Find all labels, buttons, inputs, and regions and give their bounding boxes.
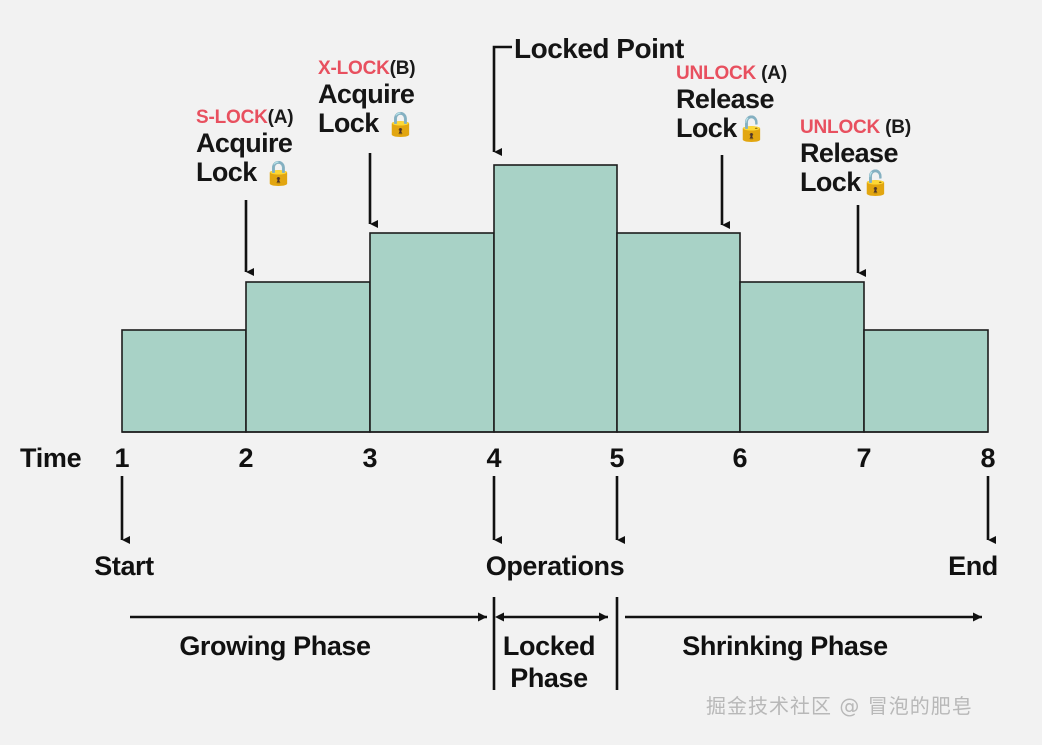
annotation-unlock-a-line1: Release: [676, 83, 774, 114]
annotation-s-lock-a-tag: S-LOCK(A): [196, 107, 294, 128]
milestone-operations: Operations: [485, 551, 625, 581]
annotation-unlock-a-line2: Lock: [676, 113, 737, 144]
annotation-s-lock-a-line2: Lock: [196, 157, 257, 188]
annotation-s-lock-a-line2-wrap: Lock 🔒: [196, 158, 293, 186]
phase-label-shrinking: Shrinking Phase: [682, 631, 888, 663]
annotation-x-lock-b-line2: Lock: [318, 108, 379, 139]
pointer-arrow-locked-point: [492, 45, 512, 156]
annotation-x-lock-b-operation: X-LOCK: [318, 58, 390, 79]
annotation-s-lock-a: S-LOCK(A) Acquire Lock 🔒: [196, 107, 294, 187]
annotation-unlock-a-subject: (A): [761, 63, 787, 84]
annotation-x-lock-b-tag: X-LOCK(B): [318, 58, 416, 79]
locked-point-text: Locked Point: [514, 33, 684, 64]
annotation-unlock-a-line2-wrap: Lock🔓: [676, 114, 787, 142]
bar-1-2: [121, 329, 247, 433]
annotation-unlock-b-line2: Lock: [800, 167, 861, 198]
closed-padlock-icon: 🔒: [263, 160, 294, 188]
time-tick-7: 7: [856, 443, 872, 473]
time-tick-1: 1: [114, 443, 130, 473]
time-tick-2: 2: [238, 443, 254, 473]
annotation-s-lock-a-line1: Acquire: [196, 127, 293, 158]
time-tick-8: 8: [980, 443, 996, 473]
annotation-unlock-a: UNLOCK (A) Release Lock🔓: [676, 64, 787, 143]
phase-label-locked-line2: Phase: [510, 662, 588, 693]
annotation-unlock-b-line2-wrap: Lock🔓: [800, 168, 911, 196]
phase-label-growing: Growing Phase: [179, 631, 371, 663]
open-padlock-icon: 🔓: [736, 116, 767, 144]
phase-bracket-group: [130, 597, 982, 690]
bar-6-7: [739, 281, 865, 433]
time-tick-3: 3: [362, 443, 378, 473]
milestone-end: End: [948, 551, 998, 581]
annotation-x-lock-b-line2-wrap: Lock 🔒: [318, 109, 415, 137]
watermark: 掘金技术社区 @ 冒泡的肥皂: [706, 694, 973, 718]
time-tick-5: 5: [609, 443, 625, 473]
time-tick-4: 4: [486, 443, 502, 473]
phase-label-shrinking-line1: Shrinking Phase: [682, 631, 888, 661]
time-axis-label: Time: [20, 443, 82, 473]
milestone-start: Start: [94, 551, 154, 581]
annotation-unlock-b-line1: Release: [800, 137, 898, 168]
annotation-s-lock-a-operation: S-LOCK: [196, 107, 268, 128]
bar-2-3: [245, 281, 371, 433]
time-tick-6: 6: [732, 443, 748, 473]
annotation-unlock-b-operation: UNLOCK: [800, 117, 881, 138]
annotation-x-lock-b: X-LOCK(B) Acquire Lock 🔒: [318, 58, 416, 138]
bar-3-4: [369, 232, 495, 433]
phase-label-locked-line1: Locked: [502, 631, 596, 661]
annotation-s-lock-a-subject: (A): [267, 107, 294, 128]
annotation-locked-point-label: Locked Point: [514, 33, 684, 65]
open-padlock-icon: 🔓: [860, 170, 891, 198]
bar-7-8: [863, 329, 989, 433]
bar-4-5: [493, 164, 618, 433]
phase-label-growing-line1: Growing Phase: [179, 631, 371, 661]
annotation-unlock-a-operation: UNLOCK: [676, 63, 757, 84]
bar-5-6: [616, 232, 741, 433]
annotation-x-lock-b-subject: (B): [389, 58, 416, 79]
annotation-x-lock-b-line1: Acquire: [318, 78, 415, 109]
bar-series: [121, 164, 989, 433]
annotation-unlock-b-subject: (B): [885, 117, 911, 138]
phase-label-locked: Locked Phase: [502, 631, 596, 695]
annotation-unlock-a-tag: UNLOCK (A): [676, 64, 787, 84]
closed-padlock-icon: 🔒: [385, 111, 416, 139]
annotation-unlock-b: UNLOCK (B) Release Lock🔓: [800, 118, 911, 197]
annotation-unlock-b-tag: UNLOCK (B): [800, 118, 911, 138]
